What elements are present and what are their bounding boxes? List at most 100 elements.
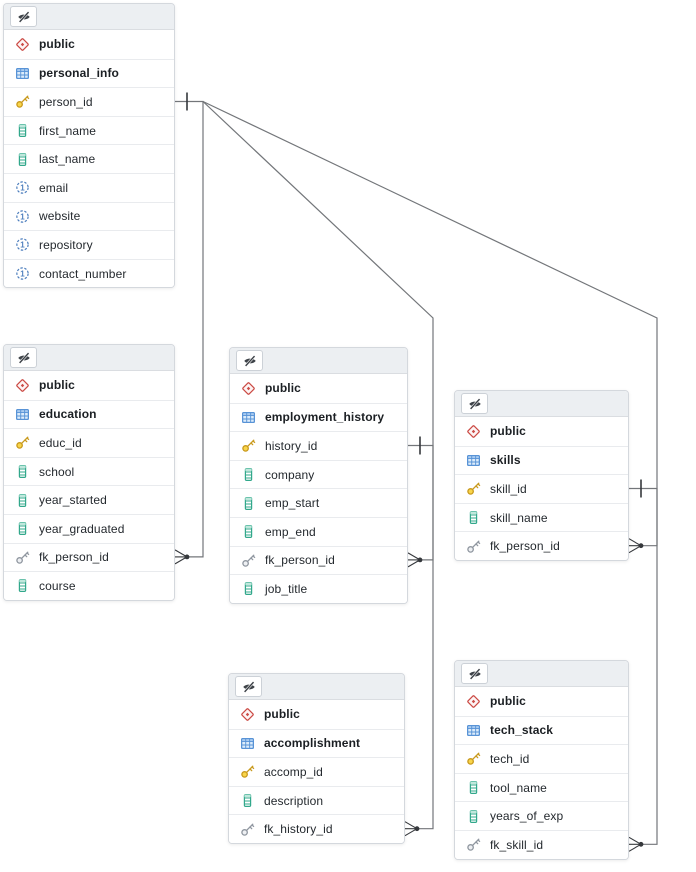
table-header-employment_history[interactable]	[230, 348, 407, 374]
table-icon	[239, 735, 255, 751]
row-label: public	[39, 37, 75, 52]
table-header-education[interactable]	[4, 345, 174, 371]
table-node-accomplishment[interactable]: public accomplishment accomp_id description…	[228, 673, 405, 844]
hide-table-button[interactable]	[461, 663, 488, 684]
row-label: public	[264, 707, 300, 722]
row-education-year_started[interactable]: year_started	[4, 485, 174, 514]
connection-skills-fk_person_id[interactable]	[202, 100, 658, 554]
row-label: tech_id	[490, 751, 530, 766]
text-type-icon: 1	[14, 180, 30, 196]
foreign-key-icon	[14, 549, 30, 565]
hide-table-button[interactable]	[10, 347, 37, 368]
row-skills-skill_name[interactable]: skill_name	[455, 502, 628, 532]
row-employment_history-company[interactable]: company	[230, 459, 407, 489]
column-icon	[14, 578, 30, 594]
row-accomplishment-public[interactable]: public	[229, 700, 404, 729]
row-label: accomp_id	[264, 764, 323, 779]
column-icon	[465, 808, 481, 824]
row-label: description	[264, 793, 324, 808]
hide-table-button[interactable]	[461, 393, 488, 414]
connection-tech_stack-fk_skill_id[interactable]	[628, 479, 658, 852]
row-accomplishment-accomplishment[interactable]: accomplishment	[229, 728, 404, 758]
row-label: email	[39, 180, 69, 195]
row-employment_history-job_title[interactable]: job_title	[230, 574, 407, 603]
primary-key-icon	[14, 435, 30, 451]
row-skills-fk_person_id[interactable]: fk_person_id	[455, 531, 628, 560]
svg-text:1: 1	[20, 241, 25, 250]
row-accomplishment-description[interactable]: description	[229, 785, 404, 815]
row-label: contact_number	[39, 266, 127, 281]
row-education-educ_id[interactable]: educ_id	[4, 428, 174, 457]
row-education-public[interactable]: public	[4, 371, 174, 400]
relationship-line[interactable]	[408, 444, 434, 830]
relationship-line[interactable]	[629, 487, 658, 845]
row-skills-skill_id[interactable]: skill_id	[455, 474, 628, 503]
row-tech_stack-years_of_exp[interactable]: years_of_exp	[455, 801, 628, 830]
row-tech_stack-public[interactable]: public	[455, 687, 628, 716]
row-employment_history-emp_end[interactable]: emp_end	[230, 516, 407, 546]
row-label: emp_start	[265, 496, 320, 511]
row-tech_stack-tool_name[interactable]: tool_name	[455, 772, 628, 802]
relationship-line[interactable]	[202, 101, 434, 561]
row-accomplishment-fk_history_id[interactable]: fk_history_id	[229, 814, 404, 843]
column-icon	[239, 793, 255, 809]
row-skills-skills[interactable]: skills	[455, 445, 628, 475]
foreign-key-icon	[240, 552, 256, 568]
row-tech_stack-fk_skill_id[interactable]: fk_skill_id	[455, 829, 628, 859]
row-label: emp_end	[265, 524, 316, 539]
schema-icon	[465, 423, 481, 439]
row-skills-public[interactable]: public	[455, 417, 628, 446]
row-education-fk_person_id[interactable]: fk_person_id	[4, 542, 174, 572]
row-employment_history-emp_start[interactable]: emp_start	[230, 488, 407, 517]
relationship-line[interactable]	[175, 100, 204, 558]
table-icon	[465, 452, 481, 468]
row-education-school[interactable]: school	[4, 456, 174, 486]
row-employment_history-fk_person_id[interactable]: fk_person_id	[230, 545, 407, 575]
row-personal_info-public[interactable]: public	[4, 30, 174, 59]
table-header-personal_info[interactable]	[4, 4, 174, 30]
row-label: year_graduated	[39, 521, 125, 536]
table-icon	[14, 406, 30, 422]
connection-education-fk_person_id[interactable]	[174, 92, 204, 565]
row-employment_history-employment_history[interactable]: employment_history	[230, 402, 407, 432]
row-tech_stack-tech_id[interactable]: tech_id	[455, 744, 628, 773]
crow-foot-junction-dot	[638, 543, 644, 549]
column-icon	[240, 495, 256, 511]
row-education-course[interactable]: course	[4, 571, 174, 600]
row-tech_stack-tech_stack[interactable]: tech_stack	[455, 715, 628, 745]
table-header-skills[interactable]	[455, 391, 628, 417]
row-employment_history-history_id[interactable]: history_id	[230, 431, 407, 460]
table-header-tech_stack[interactable]	[455, 661, 628, 687]
hide-table-button[interactable]	[10, 6, 37, 27]
row-personal_info-first_name[interactable]: first_name	[4, 115, 174, 145]
row-label: public	[39, 378, 75, 393]
row-personal_info-last_name[interactable]: last_name	[4, 144, 174, 173]
relationship-line[interactable]	[202, 100, 658, 547]
eye-off-icon	[243, 354, 257, 368]
row-personal_info-email[interactable]: 1 email	[4, 172, 174, 202]
row-personal_info-personal_info[interactable]: personal_info	[4, 58, 174, 88]
row-label: educ_id	[39, 435, 82, 450]
row-personal_info-person_id[interactable]: person_id	[4, 87, 174, 116]
row-employment_history-public[interactable]: public	[230, 374, 407, 403]
row-education-year_graduated[interactable]: year_graduated	[4, 513, 174, 543]
hide-table-button[interactable]	[236, 350, 263, 371]
connection-accomplishment-fk_history_id[interactable]	[404, 436, 434, 837]
crow-foot-junction-dot	[638, 841, 644, 847]
hide-table-button[interactable]	[235, 676, 262, 697]
connection-employment_history-fk_person_id[interactable]	[202, 101, 434, 568]
schema-icon	[14, 36, 30, 52]
row-education-education[interactable]: education	[4, 399, 174, 429]
row-accomplishment-accomp_id[interactable]: accomp_id	[229, 757, 404, 786]
table-header-accomplishment[interactable]	[229, 674, 404, 700]
